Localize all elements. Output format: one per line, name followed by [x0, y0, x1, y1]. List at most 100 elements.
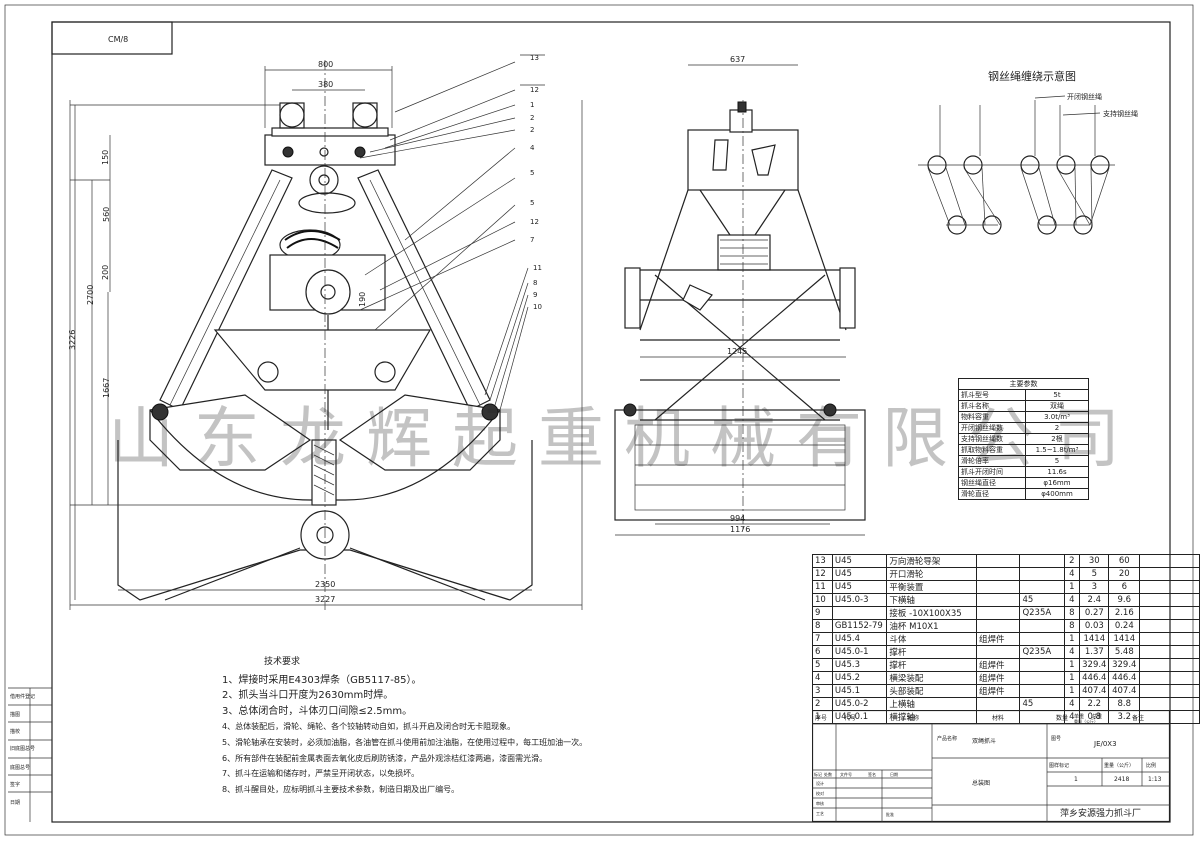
bom-cell: 20	[1108, 567, 1141, 581]
bom-cell: 5.48	[1108, 645, 1141, 659]
bom-cell	[976, 697, 1021, 711]
side-label: 日期	[10, 800, 20, 806]
side-label: 描图	[10, 711, 20, 718]
bom-cell: 12	[812, 567, 833, 581]
header-material: 材料	[992, 714, 1004, 722]
bom-remark-cell	[1139, 619, 1200, 633]
param-key: 支持钢丝绳数	[958, 433, 1026, 445]
rev-col: 标记	[814, 771, 822, 777]
bom-cell	[1019, 671, 1065, 685]
bom-cell: 头部装配	[886, 684, 978, 698]
param-val: 5t	[1025, 389, 1089, 401]
bom-cell: 万向滑轮导架	[886, 554, 978, 568]
dim-2700: 2700	[86, 285, 95, 305]
bom-cell: 1	[1063, 658, 1081, 672]
qty: 1	[1074, 776, 1078, 783]
bom-cell: 6	[812, 645, 833, 659]
callout-4: 4	[530, 144, 535, 152]
drawing-no: JE/0X3	[1093, 740, 1117, 748]
side-strip: 借用件登记 描图 描校 旧底图总号 底图总号 签字 日期	[8, 687, 52, 822]
param-val: 双绳	[1025, 400, 1089, 412]
param-val: 5	[1025, 455, 1089, 467]
bom-cell: Q235A	[1019, 606, 1065, 620]
dim-637: 637	[730, 55, 745, 64]
assembly: 总装图	[972, 779, 990, 787]
bom-cell: 组焊件	[976, 658, 1021, 672]
bom-cell: 2.16	[1108, 606, 1141, 620]
header-unit-weight: 单重	[1074, 713, 1084, 720]
param-val: 2	[1025, 422, 1089, 434]
title-block: 序号 代号 名称 材料 数量 单重 总重 备注 重量（公斤） 产品名称 双绳抓斗…	[812, 710, 1170, 822]
callout-11: 11	[533, 264, 542, 272]
bom-cell: 8	[1063, 619, 1081, 633]
approve: 批准	[886, 811, 894, 817]
note-item: 5、滑轮轴承在安装时，必须加油脂，各油管在抓斗使用前加注油脂，在使用过程中，每工…	[222, 737, 588, 747]
bom-cell: U45.4	[831, 632, 888, 646]
bom-cell: 开口滑轮	[886, 567, 978, 581]
bom-cell: 7	[812, 632, 833, 646]
bom-cell	[976, 554, 1021, 568]
bom-cell: U45	[831, 580, 888, 594]
bom-cell: 斗体	[886, 632, 978, 646]
callout-2: 2	[530, 114, 534, 122]
param-val: φ16mm	[1025, 477, 1089, 489]
bom-cell: 2.4	[1079, 593, 1110, 607]
bom-remark-cell	[1139, 567, 1200, 581]
note-item: 8、抓斗醒目处，应标明抓斗主要技术参数，制造日期及出厂编号。	[222, 784, 460, 794]
header-total-weight: 总重	[1092, 713, 1102, 720]
bom-cell	[1019, 658, 1065, 672]
param-val: φ400mm	[1025, 488, 1089, 500]
bom-remark-cell	[1139, 554, 1200, 568]
bom-cell: U45	[831, 567, 888, 581]
dim-380: 380	[318, 80, 333, 89]
bom-remark-cell	[1139, 580, 1200, 594]
bom-cell	[1019, 554, 1065, 568]
param-key: 开闭钢丝绳数	[958, 422, 1026, 434]
side-label: 签字	[10, 781, 20, 788]
bom-cell: 8	[812, 619, 833, 633]
param-val: 1.5~1.8t/m³	[1025, 444, 1089, 456]
bom-cell: 0.27	[1079, 606, 1110, 620]
bom-cell	[976, 567, 1021, 581]
note-item: 2、抓头当斗口开度为2630mm时焊。	[222, 690, 394, 702]
callout-13: 13	[530, 54, 539, 62]
bom-remark-cell	[1139, 632, 1200, 646]
bom-cell: 45	[1019, 593, 1065, 607]
bom-cell: 13	[812, 554, 833, 568]
role: 设计	[816, 780, 824, 786]
bom-cell: Q235A	[1019, 645, 1065, 659]
bom-cell: 撑杆	[886, 658, 978, 672]
bom-cell: 2.2	[1079, 697, 1110, 711]
callout-10: 10	[533, 303, 542, 311]
rev-col: 处数	[824, 771, 832, 777]
bom-cell	[1019, 619, 1065, 633]
bom-cell: 平衡装置	[886, 580, 978, 594]
bom-cell	[1019, 632, 1065, 646]
param-key: 钢丝绳直径	[958, 477, 1026, 489]
header-name: 名称	[907, 714, 919, 722]
dim-3226: 3226	[68, 330, 77, 350]
bom-cell: 2	[812, 697, 833, 711]
bom-cell: 组焊件	[976, 632, 1021, 646]
rev-col: 文件号	[840, 771, 852, 777]
bom-cell: 4	[1063, 697, 1081, 711]
callout-2b: 2	[530, 126, 534, 134]
bom-cell: 横梁装配	[886, 671, 978, 685]
bom-cell: 407.4	[1079, 684, 1110, 698]
param-key: 抓斗名称	[958, 400, 1026, 412]
callout-5b: 5	[530, 199, 534, 207]
bom-cell: 45	[1019, 697, 1065, 711]
bom-cell: 1	[1063, 580, 1081, 594]
bom-cell: 30	[1079, 554, 1110, 568]
dim-3227: 3227	[315, 595, 335, 604]
bom-cell: 1.37	[1079, 645, 1110, 659]
param-val: 3.0t/m³	[1025, 411, 1089, 423]
note-item: 3、总体闭合时，斗体刃口间隙≤2.5mm。	[222, 705, 413, 717]
bom-cell: 3	[812, 684, 833, 698]
